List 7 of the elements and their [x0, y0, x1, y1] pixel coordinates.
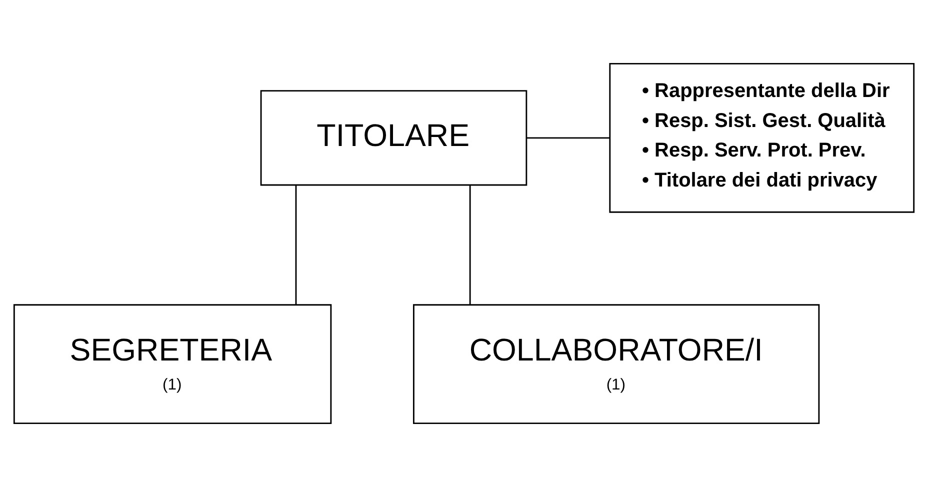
node-box: SEGRETERIA (1)	[13, 304, 332, 424]
node-box: COLLABORATORE/I (1)	[412, 304, 820, 424]
node-box: • Rappresentante della Dir • Resp. Sist. Gest. Qualità • Resp. Serv. Prot. Prev. • Titolare dei dati privacy	[609, 63, 915, 213]
connector	[295, 185, 297, 305]
connector	[469, 185, 471, 305]
connector	[526, 137, 610, 139]
node-box: TITOLARE	[260, 90, 528, 186]
